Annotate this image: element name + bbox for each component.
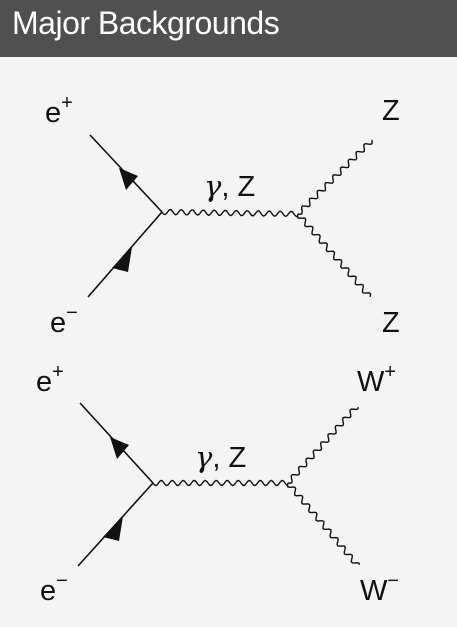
propagator-boson-1 <box>161 208 299 218</box>
label-w-minus: W− <box>360 570 399 607</box>
label-propagator-1: γ, Z <box>204 169 255 203</box>
arrow-positron-1 <box>119 168 138 190</box>
slide-title: Major Backgrounds <box>12 5 280 41</box>
propagator-boson-2 <box>152 479 289 487</box>
label-z-top: Z <box>382 95 400 127</box>
arrow-positron-2 <box>110 437 129 459</box>
label-e-minus-2: e− <box>40 570 68 607</box>
label-propagator-2: γ, Z <box>195 440 246 474</box>
outgoing-boson-top-2 <box>287 406 359 484</box>
outgoing-boson-bottom-2 <box>286 482 361 565</box>
label-w-plus: W+ <box>357 361 396 398</box>
label-e-plus-2: e+ <box>36 361 64 398</box>
diagram-zz: e+ e− γ, Z Z Z <box>45 92 400 339</box>
outgoing-boson-bottom-1 <box>296 213 372 298</box>
label-z-bottom: Z <box>382 307 400 339</box>
arrow-electron-1 <box>112 247 132 272</box>
outgoing-boson-top-1 <box>297 139 373 216</box>
diagram-ww: e+ e− γ, Z W+ W− <box>36 361 399 607</box>
title-bar: Major Backgrounds <box>0 0 457 57</box>
feynman-diagrams: e+ e− γ, Z Z Z e+ e− γ, Z W+ W− <box>36 92 400 607</box>
arrow-electron-2 <box>103 516 123 541</box>
label-e-minus-1: e− <box>50 302 78 339</box>
label-e-plus-1: e+ <box>45 92 73 129</box>
